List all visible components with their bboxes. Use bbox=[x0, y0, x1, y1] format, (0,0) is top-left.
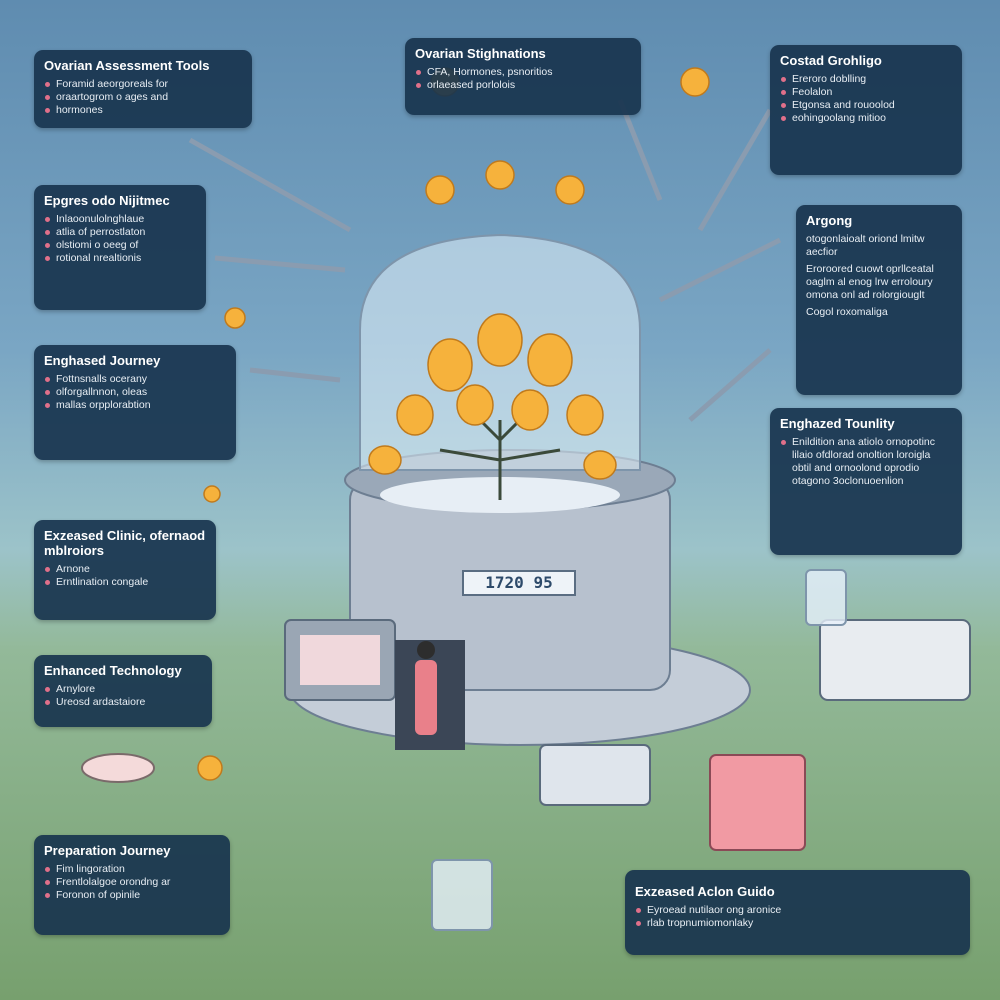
panel-item: Arnone bbox=[44, 563, 206, 576]
panel-item: olforgallnnon, oleas bbox=[44, 386, 226, 399]
petri-dish bbox=[81, 753, 155, 783]
panel-item: Foronon of opinile bbox=[44, 889, 220, 902]
panel-item: Ureosd ardastaiore bbox=[44, 696, 202, 709]
panel-paragraph: Eroroored cuowt oprllceatal oaglm al eno… bbox=[806, 263, 934, 301]
panel-item: oraartogrom o ages and bbox=[44, 91, 242, 104]
syringes bbox=[188, 99, 782, 422]
machine-display: 1720 95 bbox=[462, 570, 576, 596]
panel-item: orlaeased porlolois bbox=[415, 79, 631, 92]
woman-figure bbox=[415, 660, 437, 735]
panel-item: rlab tropnumiomonlaky bbox=[635, 917, 960, 930]
panel-enghazed-tounlity: Enghazed Tounlity Enildition ana atiolo … bbox=[770, 408, 962, 555]
eggs bbox=[197, 67, 710, 781]
panel-item: Fim lingoration bbox=[44, 863, 220, 876]
panel-item: eohingoolang mitioo bbox=[780, 112, 952, 125]
panel-item: rotional nrealtionis bbox=[44, 252, 196, 265]
panel-paragraph: Cogol roxomaliga bbox=[806, 306, 888, 318]
panel-item: hormones bbox=[44, 104, 242, 117]
panel-item: Erntlination congale bbox=[44, 576, 206, 589]
scanner bbox=[539, 744, 651, 806]
panel-exzeased-clinic: Exzeased Clinic, ofernaod mblroiors Arno… bbox=[34, 520, 216, 620]
panel-title: Ovarian Assessment Tools bbox=[44, 58, 210, 73]
panel-title: Preparation Journey bbox=[44, 843, 171, 858]
panel-item: Inlaoonulolnghlaue bbox=[44, 213, 196, 226]
panel-item: mallas orpplorabtion bbox=[44, 399, 226, 412]
jar bbox=[805, 569, 847, 626]
panel-item: Arnylore bbox=[44, 683, 202, 696]
panel-item: Feolalon bbox=[780, 86, 952, 99]
panel-paragraph: otogonlaioalt oriond lmitw aecfior bbox=[806, 233, 925, 258]
panel-ovarian-assessment-tools: Ovarian Assessment Tools Foramid aeorgor… bbox=[34, 50, 252, 128]
panel-title: Costad Grohligo bbox=[780, 53, 882, 68]
panel-item: Frentlolalgoe orondng ar bbox=[44, 876, 220, 889]
panel-item: atlia of perrostlaton bbox=[44, 226, 196, 239]
laptop bbox=[819, 619, 971, 701]
panel-item: Eyroead nutilaor ong aronice bbox=[635, 904, 960, 917]
panel-ovarian-stighnations: Ovarian Stighnations CFA, Hormones, psno… bbox=[405, 38, 641, 115]
panel-title: Exzeased Aclon Guido bbox=[635, 884, 775, 899]
panel-item: Fottnsnalls ocerany bbox=[44, 373, 226, 386]
panel-title: Enghazed Tounlity bbox=[780, 416, 895, 431]
panel-item: Foramid aeorgoreals for bbox=[44, 78, 242, 91]
panel-item: olstiomi o oeeg of bbox=[44, 239, 196, 252]
panel-title: Ovarian Stighnations bbox=[415, 46, 546, 61]
panel-item: CFA, Hormones, psnoritios bbox=[415, 66, 631, 79]
panel-item: Etgonsa and rouoolod bbox=[780, 99, 952, 112]
panel-title: Argong bbox=[806, 213, 853, 228]
panel-item: Enildition ana atiolo ornopotinc lilaio … bbox=[780, 436, 952, 488]
panel-title: Exzeased Clinic, ofernaod mblroiors bbox=[44, 528, 206, 558]
panel-title: Enghased Journey bbox=[44, 353, 161, 368]
panel-item: Ereroro doblling bbox=[780, 73, 952, 86]
panel-title: Enhanced Technology bbox=[44, 663, 182, 678]
jar-bottom bbox=[431, 859, 493, 931]
panel-argong: Argong otogonlaioalt oriond lmitw aecfio… bbox=[796, 205, 962, 395]
panel-title: Epgres odo Nijitmec bbox=[44, 193, 170, 208]
panel-exzeased-aclon-guido: Exzeased Aclon Guido Eyroead nutilaor on… bbox=[625, 870, 970, 955]
pink-device bbox=[709, 754, 806, 851]
